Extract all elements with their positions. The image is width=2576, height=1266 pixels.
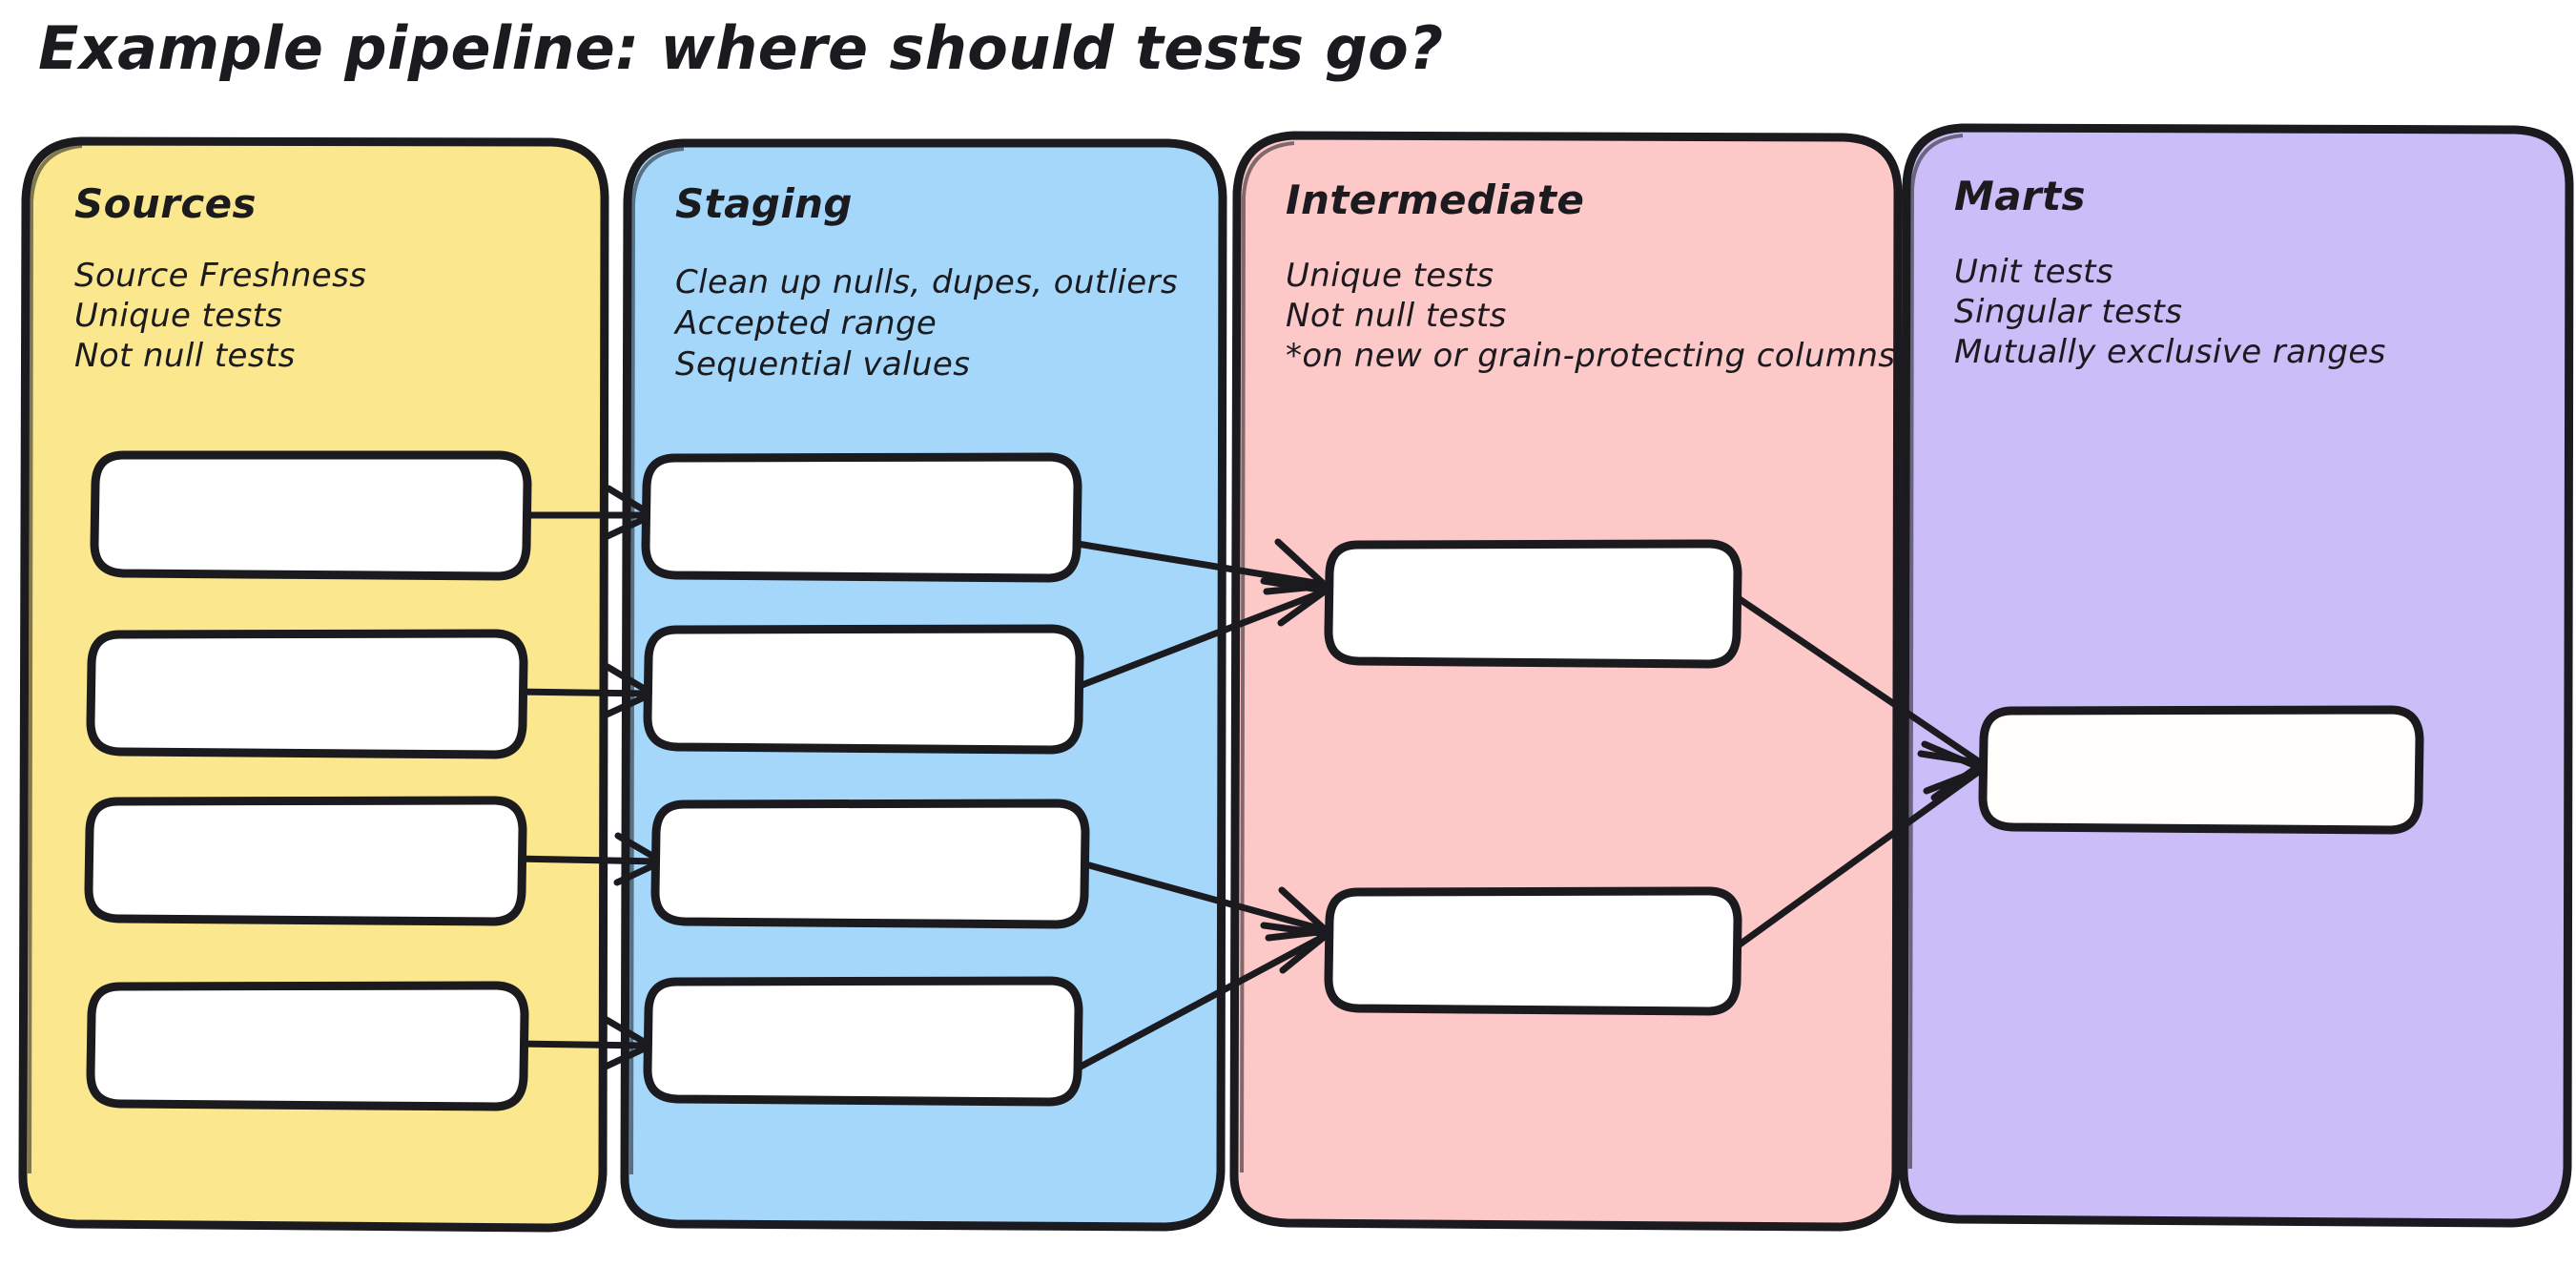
page-title: Example pipeline: where should tests go? (38, 13, 1444, 83)
lane-staging-title: Staging (675, 180, 853, 227)
node-stg-1[interactable] (641, 452, 1082, 583)
lane-marts-shape (1899, 123, 2574, 1228)
lane-intermediate-bullet-2: *on new or grain-protecting columns only (1286, 337, 1977, 375)
node-int-2[interactable] (1324, 886, 1742, 1016)
node-src-1[interactable] (90, 450, 532, 581)
lane-marts-bullet-1: Singular tests (1954, 293, 2182, 331)
lane-intermediate-bullet-1: Not null tests (1286, 297, 1507, 335)
lane-marts-bullet-0: Unit tests (1954, 253, 2113, 291)
lane-intermediate-title: Intermediate (1286, 176, 1584, 223)
lane-staging-bullet-1: Accepted range (673, 304, 937, 342)
lane-staging-shade (629, 147, 685, 1175)
lane-sources-bullet-2: Not null tests (74, 337, 296, 375)
node-stg-2[interactable] (643, 624, 1084, 755)
node-stg-4[interactable] (643, 976, 1083, 1107)
nodes-layer (84, 450, 2424, 1111)
lane-marts-bullet-2: Mutually exclusive ranges (1954, 333, 2386, 371)
lane-staging-bullet-2: Sequential values (675, 345, 970, 384)
node-int-1[interactable] (1324, 539, 1742, 669)
lane-intermediate-bullet-0: Unique tests (1286, 257, 1494, 295)
node-mart-1[interactable] (1978, 705, 2424, 835)
lane-intermediate-shade (1240, 141, 1295, 1173)
lane-sources-bullet-0: Source Freshness (74, 257, 366, 295)
node-stg-3[interactable] (650, 799, 1090, 929)
lane-sources-shade (28, 144, 83, 1174)
lane-sources-title: Sources (74, 180, 257, 227)
lane-sources-bullet-1: Unique tests (74, 297, 283, 335)
lane-staging-bullet-0: Clean up nulls, dupes, outliers (675, 263, 1178, 301)
node-src-2[interactable] (86, 629, 528, 759)
lane-marts-title: Marts (1954, 173, 2086, 219)
lane-marts-shade (1908, 134, 1964, 1170)
node-src-3[interactable] (84, 796, 527, 926)
lane-marts[interactable]: Marts Unit tests Singular tests Mutually… (1899, 123, 2574, 1228)
node-src-4[interactable] (86, 981, 529, 1111)
